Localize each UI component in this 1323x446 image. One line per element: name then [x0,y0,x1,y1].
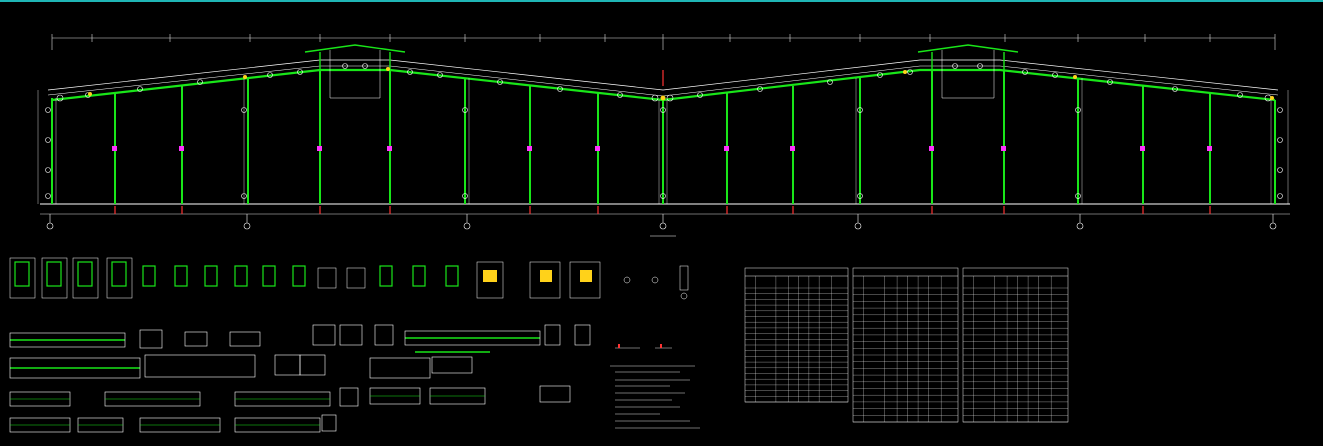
grid-bubble-icon [46,214,1277,230]
material-table-1[interactable] [744,267,849,403]
top-dimension-line [51,34,1276,50]
member-details[interactable] [9,324,591,433]
material-table-2[interactable] [852,267,959,423]
bolt-node-icon [45,63,1283,199]
material-tables[interactable] [744,267,1069,423]
monitor-roof-left [304,44,406,99]
rafter-left-span [51,68,664,102]
connection-details[interactable] [9,257,689,300]
yellow-node-markers [88,67,1274,101]
frame-elevation[interactable] [37,44,1290,237]
viewport-top-border [0,0,1323,2]
general-notes [610,347,700,429]
stiffener-markers [112,146,1212,151]
legend-markers [618,344,662,348]
material-table-3[interactable] [962,267,1069,423]
base-markers [114,70,1211,214]
column-outlines [37,78,1289,204]
rafter-right-span [662,68,1276,102]
monitor-roof-right [917,44,1019,99]
